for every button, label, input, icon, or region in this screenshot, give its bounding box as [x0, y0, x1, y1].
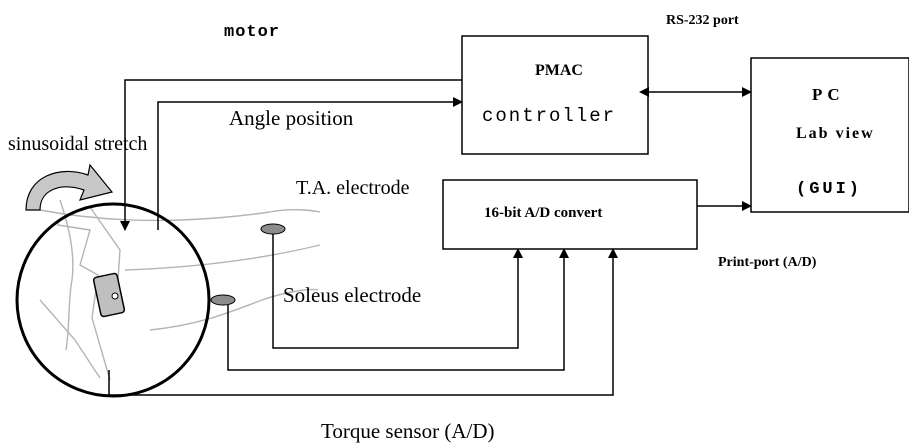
leg-outline-lower: [124, 244, 321, 271]
pc-labview: Lab view: [796, 125, 875, 142]
leg-bone-inner: [59, 199, 74, 351]
pc-gui: (GUI): [796, 180, 863, 199]
pc-labview-box: [750, 57, 909, 213]
sinusoidal-stretch-label: sinusoidal stretch: [8, 133, 148, 155]
motor-line: [120, 79, 462, 231]
foot-circle: [15, 202, 211, 398]
leg-sketch: [39, 199, 321, 351]
torque-sensor-label: Torque sensor (A/D): [321, 419, 495, 443]
pc-title: PC: [812, 85, 845, 104]
pmac-controller-box: [461, 35, 649, 155]
angle-position-line: [157, 97, 463, 230]
pmac-subtitle: controller: [482, 105, 617, 127]
soleus-electrode-label: Soleus electrode: [283, 283, 422, 307]
rs232-label: RS-232 port: [666, 13, 739, 28]
adc-title: 16-bit A/D convert: [484, 205, 603, 221]
foot-sketch: [39, 204, 121, 381]
soleus-electrode-pad: [210, 294, 236, 306]
adc-box: [442, 179, 698, 250]
motor-label: motor: [224, 23, 281, 42]
ta-electrode-pad: [260, 223, 286, 235]
print-port-label: Print-port (A/D): [718, 255, 817, 270]
pmac-title: PMAC: [535, 62, 583, 79]
leg-outline-calf: [149, 288, 319, 331]
ta-electrode-wire: [272, 234, 523, 349]
curved-stretch-arrow: [25, 163, 114, 211]
angle-position-label: Angle position: [229, 106, 354, 130]
ta-electrode-label: T.A. electrode: [296, 177, 410, 199]
soleus-electrode-wire: [227, 248, 569, 371]
torque-sensor-wire: [108, 248, 618, 396]
leg-outline-upper: [39, 209, 321, 222]
torque-sensor-plate: [92, 272, 126, 318]
